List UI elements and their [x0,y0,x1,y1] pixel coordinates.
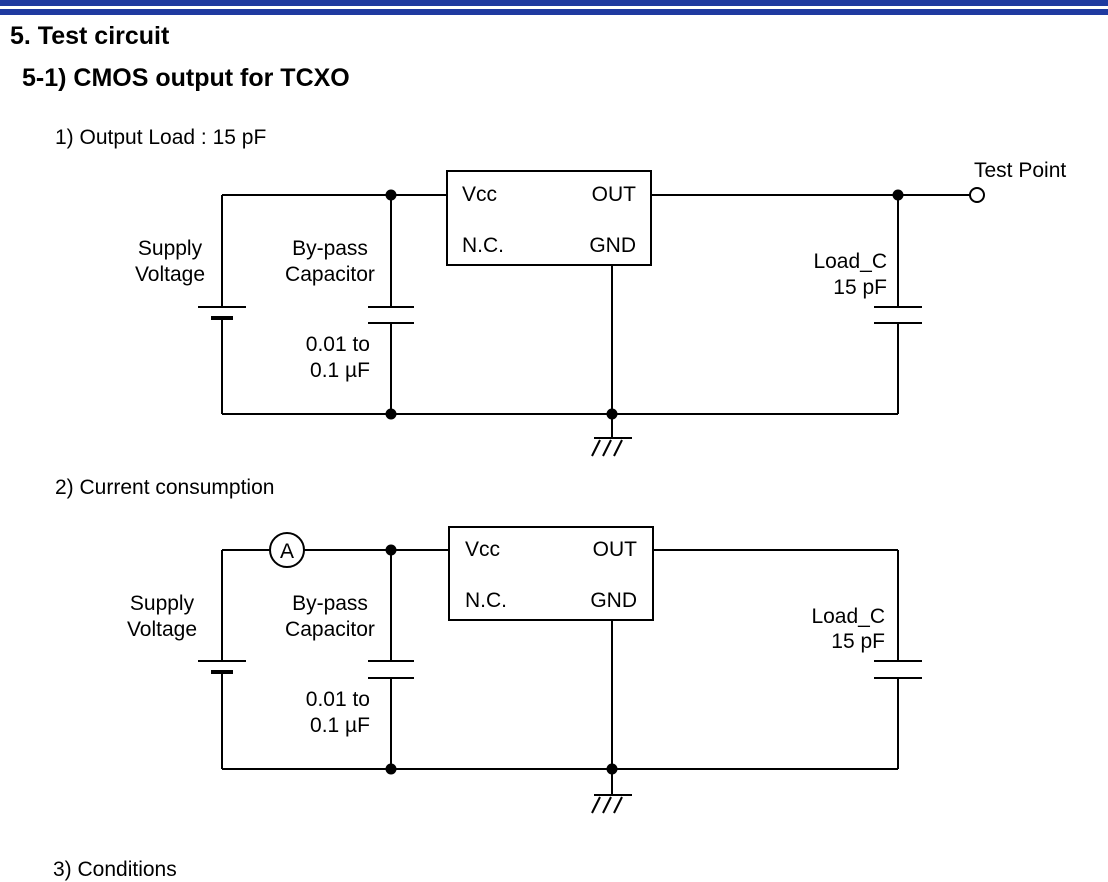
ground-symbol [591,437,632,457]
pin-gnd: GND [590,589,637,612]
pin-gnd: GND [589,234,636,257]
load-value: 15 pF [833,276,887,299]
ground-symbol [591,794,632,814]
junction-dot [606,763,618,775]
bypass-value: 0.01 to [306,688,370,711]
pin-vcc: Vcc [462,183,497,206]
bypass-value: 0.1 µF [310,714,370,737]
pin-vcc: Vcc [465,538,500,561]
junction-dot [385,408,397,420]
junction-dot [385,544,397,556]
junction-dot [606,408,618,420]
pin-out: OUT [592,183,637,206]
diagram-1-caption: 1) Output Load : 15 pF [55,126,267,149]
junction-dot [385,189,397,201]
load-label: Load_C [813,250,887,273]
junction-dot [892,189,904,201]
subsection-heading: 5-1) CMOS output for TCXO [22,64,350,92]
pin-nc: N.C. [465,589,507,612]
ammeter-label: A [280,540,294,563]
supply-label: Voltage [135,263,205,286]
load-label: Load_C [811,605,885,628]
test-point-label: Test Point [974,159,1066,182]
ammeter-circle [269,532,305,568]
bypass-label: Capacitor [285,263,375,286]
conditions-caption: 3) Conditions [53,858,177,881]
test-point-terminal [969,187,985,203]
oscillator-ic-box [446,170,652,266]
bypass-label: By-pass [292,592,368,615]
junction-dot [385,763,397,775]
header-rule [0,0,1108,16]
supply-label: Supply [130,592,195,615]
circuit-diagram-current-consumption: A Supply Voltage By-pass Capacitor 0.01 … [127,526,922,814]
pin-out: OUT [593,538,638,561]
supply-label: Voltage [127,618,197,641]
supply-label: Supply [138,237,203,260]
section-heading: 5. Test circuit [10,22,170,50]
bypass-label: By-pass [292,237,368,260]
load-value: 15 pF [831,630,885,653]
bypass-value: 0.1 µF [310,359,370,382]
bypass-label: Capacitor [285,618,375,641]
diagram-2-caption: 2) Current consumption [55,476,275,499]
oscillator-ic-box [448,526,654,621]
circuit-diagram-output-load: Supply Voltage By-pass Capacitor 0.01 to… [135,159,1066,457]
bypass-value: 0.01 to [306,333,370,356]
pin-nc: N.C. [462,234,504,257]
